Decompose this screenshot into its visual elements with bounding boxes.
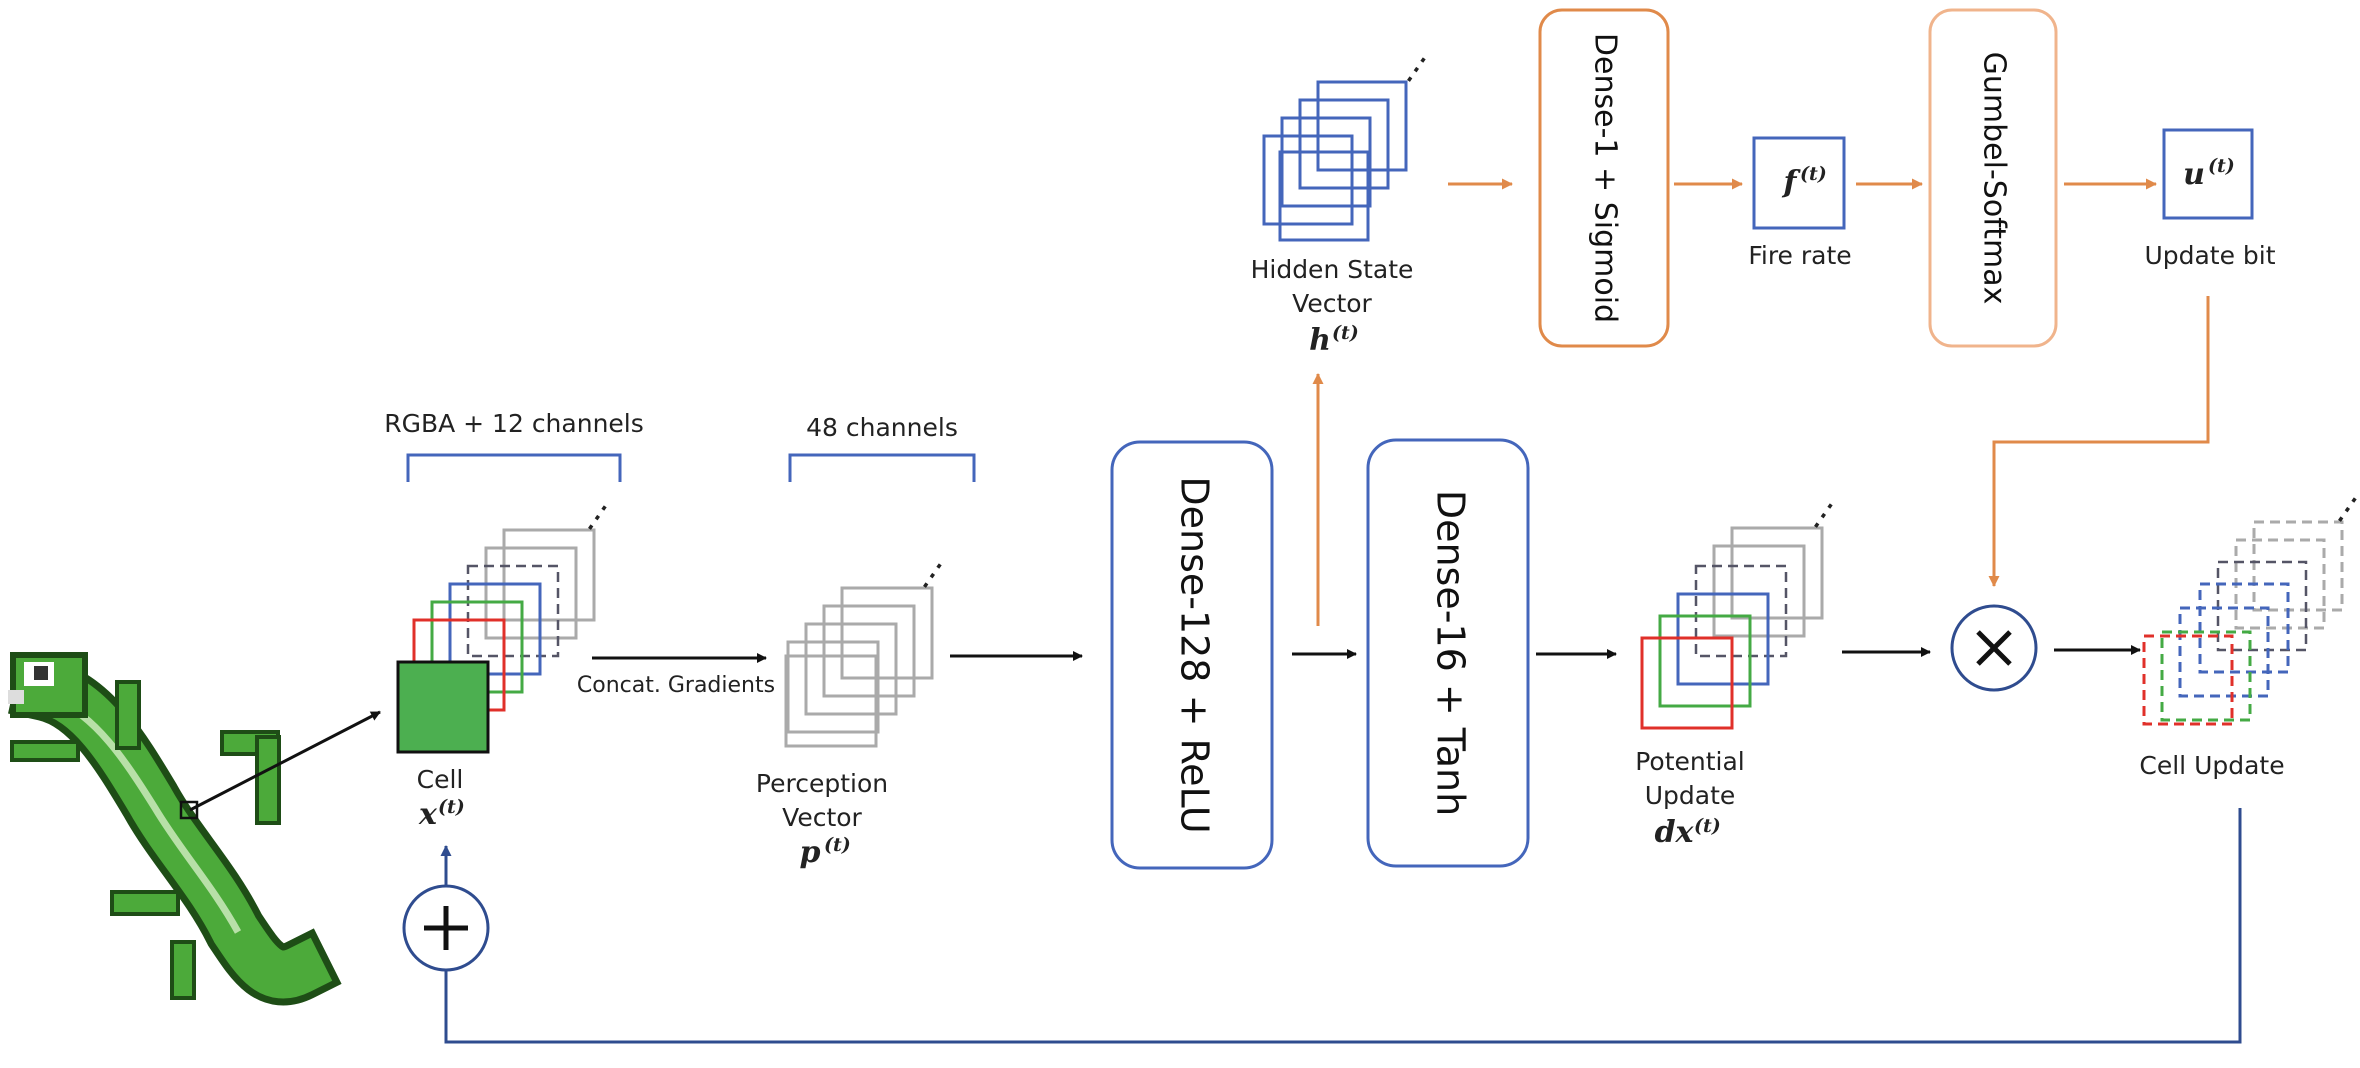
label-rgba-channels: RGBA + 12 channels — [384, 409, 644, 438]
label-potential-1: Potential — [1635, 747, 1745, 776]
label-hidden-var: h — [1309, 323, 1331, 358]
cell-square — [396, 660, 490, 754]
plus-icon — [424, 906, 468, 950]
dense1-block — [1538, 8, 1670, 348]
label-48-channels: 48 channels — [806, 413, 958, 442]
potential-stack-ellipsis: ⋮ — [1798, 489, 1849, 541]
label-cell-sup: (t) — [438, 796, 465, 818]
dense1-label: Dense-1 + Sigmoid — [1588, 33, 1623, 323]
feedback-connector — [444, 808, 2242, 1044]
fire-rate-sup: (t) — [1800, 163, 1827, 185]
perception-vector-stack — [784, 586, 934, 748]
dense16-block — [1366, 438, 1530, 868]
label-potential-2: Update — [1645, 781, 1736, 810]
update-bit-sup: (t) — [2208, 155, 2235, 177]
label-perception-1: Perception — [756, 769, 888, 798]
update-bit-box — [2162, 128, 2254, 220]
label-hidden-sup: (t) — [1332, 322, 1359, 344]
label-hidden-1: Hidden State — [1251, 255, 1414, 284]
multiply-icon — [1976, 630, 2012, 666]
label-perception-sup: (t) — [824, 834, 851, 856]
bracket-perception — [788, 453, 976, 482]
lizard-image — [7, 652, 342, 1006]
label-cell-update: Cell Update — [2139, 751, 2284, 780]
perception-stack-ellipsis: ⋮ — [907, 549, 958, 601]
bracket-rgba — [406, 453, 622, 482]
label-perception-var: p — [800, 835, 821, 870]
label-update-bit: Update bit — [2144, 241, 2275, 270]
cell-update-stack-ellipsis: ⋮ — [2322, 483, 2360, 535]
gumbel-label: Gumbel-Softmax — [1977, 52, 2012, 305]
dense16-label: Dense-16 + Tanh — [1429, 490, 1473, 816]
dense128-block — [1110, 440, 1274, 870]
hidden-stack-ellipsis: ⋮ — [1391, 43, 1442, 95]
update-bit-var: u — [2183, 157, 2205, 192]
label-cell: Cell — [417, 765, 464, 794]
gumbel-block — [1928, 8, 2058, 348]
label-hidden-2: Vector — [1292, 289, 1372, 318]
arrow-lizard-to-cell — [189, 710, 381, 812]
dense128-label: Dense-128 + ReLU — [1173, 476, 1217, 833]
cell-stack-ellipsis: ⋮ — [572, 491, 623, 543]
label-potential-var: dx — [1655, 815, 1695, 850]
hidden-state-stack — [1262, 80, 1408, 242]
label-potential-sup: (t) — [1694, 815, 1721, 837]
label-fire-rate: Fire rate — [1748, 241, 1851, 270]
label-concat-gradients: Concat. Gradients — [577, 673, 775, 698]
fire-rate-box — [1752, 136, 1846, 230]
potential-update-stack — [1640, 526, 1824, 730]
label-perception-2: Vector — [782, 803, 862, 832]
selected-cell-marker — [179, 800, 199, 820]
cell-update-stack — [2142, 520, 2344, 726]
label-cell-var: x — [418, 797, 438, 832]
cell-state-stack — [396, 528, 596, 754]
arrow-update-bit-to-multiply — [1988, 296, 2210, 587]
